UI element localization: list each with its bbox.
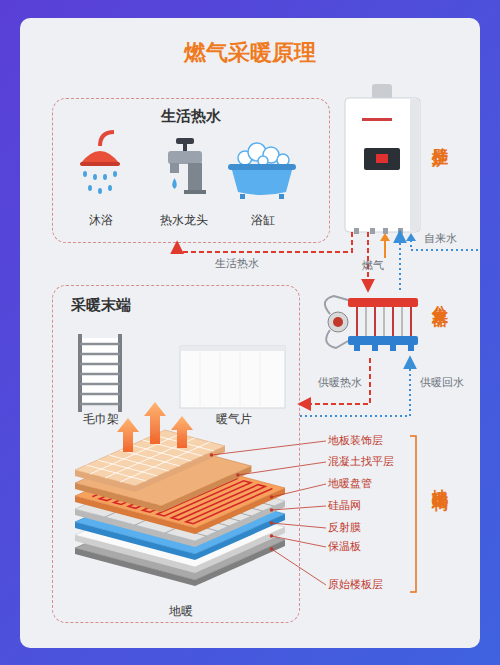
layer-grid xyxy=(120,442,210,482)
card-background xyxy=(20,18,480,648)
edge-label: 供暖热水 xyxy=(318,376,362,390)
node-label: 生活热水 xyxy=(53,107,329,126)
shower-icon xyxy=(80,132,120,194)
node-label: 热水龙头 xyxy=(132,213,236,228)
leader-dot xyxy=(236,473,240,477)
part-label: 硅晶网 xyxy=(328,499,361,513)
node-label: 沐浴 xyxy=(52,213,150,228)
terminal-item: 暖气片 xyxy=(176,337,291,427)
fixture-item: 热水龙头 xyxy=(156,126,212,228)
group-box: 采暖末端毛巾架暖气片地暖 xyxy=(52,285,300,623)
leader-line xyxy=(212,441,327,455)
boiler-illustration xyxy=(345,84,420,234)
leader-line xyxy=(272,523,327,528)
part-label: 燃气 xyxy=(362,259,384,273)
terminal-item: 毛巾架 xyxy=(69,327,133,427)
manifold-illustration xyxy=(325,296,418,351)
leader-dot xyxy=(210,453,214,457)
leader-line xyxy=(238,462,326,475)
part-label: 保温板 xyxy=(328,540,361,554)
leader-line xyxy=(272,549,327,585)
heat-arrows xyxy=(117,402,193,452)
leader-dot xyxy=(270,521,274,525)
boiler-box: 壁挂炉 xyxy=(345,84,420,232)
floor-layers xyxy=(75,430,326,586)
fixture-item: 沐浴 xyxy=(76,126,126,228)
manifold-box: 分集水器 xyxy=(325,290,420,358)
node-label: 采暖末端 xyxy=(71,296,131,315)
hot-water-pipe xyxy=(177,232,352,252)
leader-line xyxy=(272,506,327,510)
part-label: 原始楼板层 xyxy=(328,578,383,592)
cold-water-arrowhead xyxy=(406,233,416,241)
floor-heating-box: 地暖 xyxy=(66,427,296,619)
node-label: 壁挂炉 xyxy=(430,134,450,140)
towel-rack-icon xyxy=(80,334,120,412)
bathtub-icon xyxy=(228,143,296,199)
node-label: 浴缸 xyxy=(209,213,317,228)
edge-label: 生活热水 xyxy=(215,257,259,271)
faucet-icon xyxy=(168,138,206,194)
node-label: 毛巾架 xyxy=(45,412,157,427)
group-label: 地暖结构 xyxy=(430,476,450,484)
radiator-icon xyxy=(180,346,285,408)
leader-dot xyxy=(270,508,274,512)
gas-line xyxy=(384,240,386,258)
leader-dot xyxy=(270,495,274,499)
node-label: 暖气片 xyxy=(152,412,315,427)
hot-water-pipe xyxy=(300,358,370,404)
return-water-pipe xyxy=(300,358,410,416)
diagram-title: 燃气采暖原理 xyxy=(0,38,500,68)
leader-line xyxy=(272,536,327,547)
structure-bracket xyxy=(410,436,416,592)
part-label: 混凝土找平层 xyxy=(328,455,394,469)
return-water-pipe xyxy=(399,232,401,290)
edge-label: 供暖回水 xyxy=(420,376,464,390)
node-label: 分集水器 xyxy=(430,292,450,300)
layer-grid xyxy=(90,434,180,474)
part-label: 地暖盘管 xyxy=(328,477,372,491)
gas-arrowhead xyxy=(380,233,390,241)
node-label: 地暖 xyxy=(42,604,320,619)
group-box: 生活热水沐浴热水龙头浴缸 xyxy=(52,98,330,243)
leader-dot xyxy=(270,547,274,551)
leader-dot xyxy=(270,534,274,538)
fixture-item: 浴缸 xyxy=(233,126,293,228)
part-label: 反射膜 xyxy=(328,521,361,535)
part-label: 自来水 xyxy=(424,232,457,246)
leader-line xyxy=(272,484,327,497)
part-label: 地板装饰层 xyxy=(328,434,383,448)
